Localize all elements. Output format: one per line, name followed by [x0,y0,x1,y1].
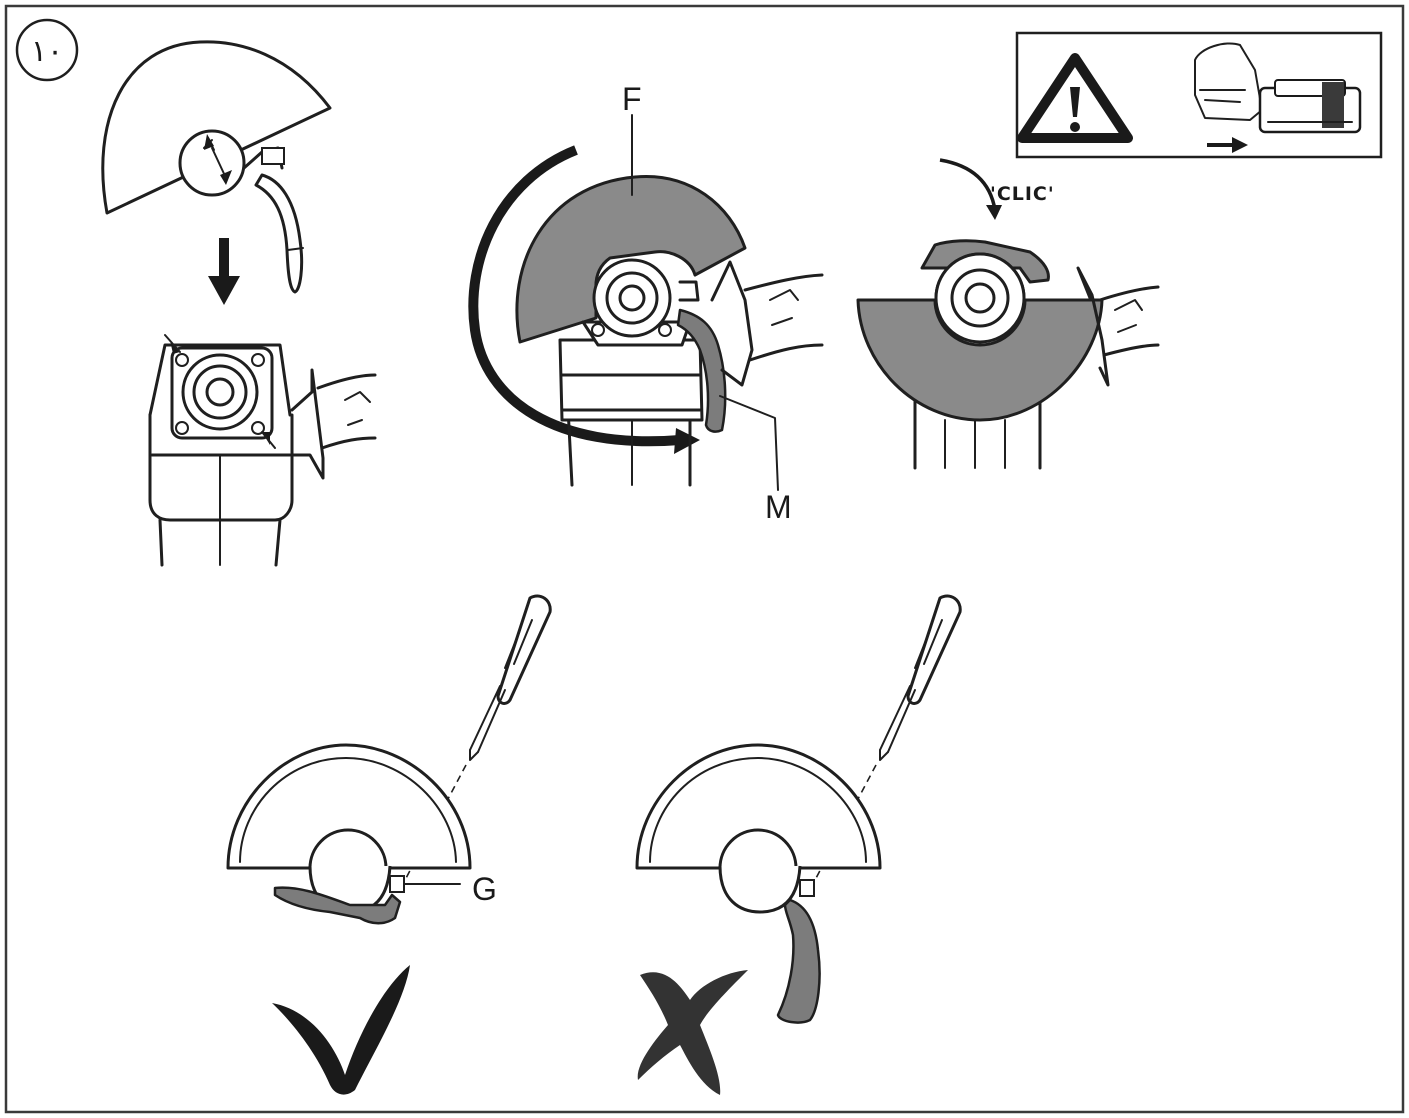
grinder-head-illustration [148,334,377,567]
battery-warning-panel [1015,31,1383,159]
guard-correct-illustration [226,743,472,925]
arrow-down-icon [208,238,240,305]
guard-incorrect-illustration [635,743,882,1024]
rotation-arrow-icon [468,145,700,454]
guard-clicked-illustration [856,239,1160,470]
warning-triangle-icon [1017,53,1133,143]
check-mark-icon [272,965,410,1095]
label-f: F [622,81,642,117]
clic-arrow-icon [939,158,1002,220]
cross-mark-icon [637,970,748,1095]
label-m: M [765,489,792,525]
figure-frame [4,4,1405,1114]
screwdriver-icon [469,594,552,761]
battery-removal-icon [1194,42,1362,153]
screwdriver-icon-2 [879,594,962,761]
label-g: G [472,871,497,907]
step-number-label: ١٠ [31,34,63,69]
step-number-badge: ١٠ [15,18,79,82]
clic-label: 'CLIC' [990,183,1055,205]
guard-removal-illustration [101,40,332,294]
grinder-with-guard-illustration [515,114,824,491]
